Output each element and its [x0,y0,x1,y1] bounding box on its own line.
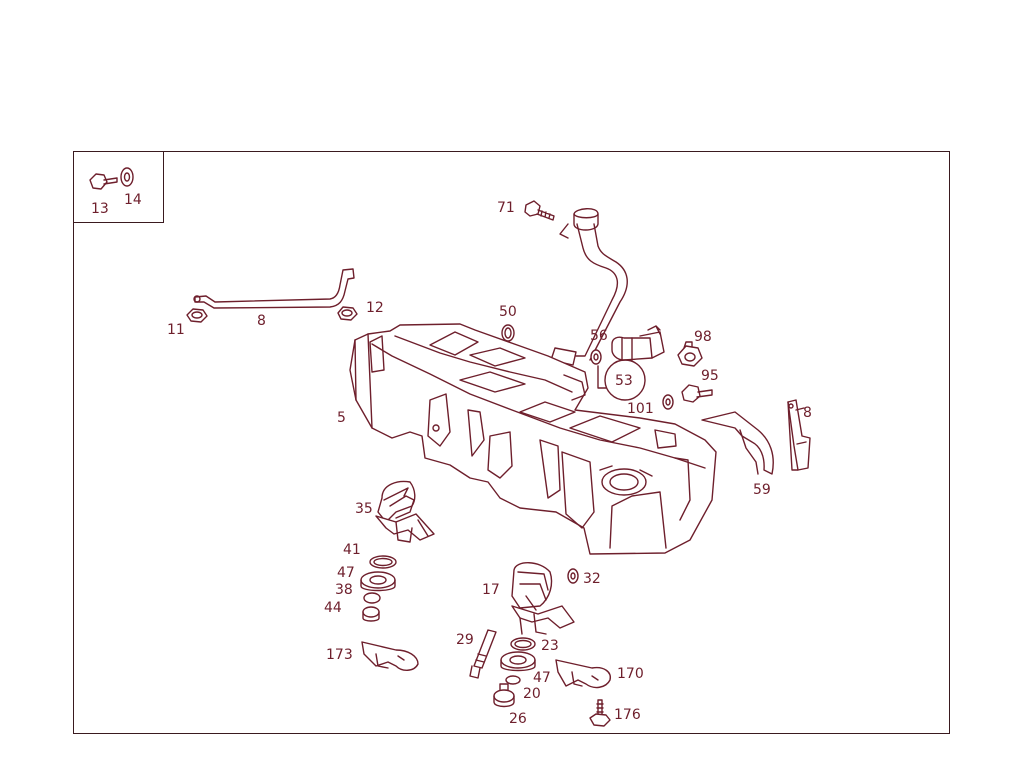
callout-44: 44 [324,600,342,616]
callout-26: 26 [509,711,527,727]
ring-nut-47-left [360,571,396,592]
bracket-8-right-part [787,399,811,471]
callout-101: 101 [627,401,654,417]
callout-17: 17 [482,582,500,598]
bolt-176-part [589,699,611,727]
seal-32-ring [567,568,579,584]
callout-59: 59 [753,482,771,498]
washer-14-part [120,167,134,187]
cap-26-part [493,683,515,708]
callout-98: 98 [694,329,712,345]
callout-20: 20 [523,686,541,702]
callout-47-left: 47 [337,565,355,581]
callout-13: 13 [91,201,109,217]
diagram-frame [73,151,950,734]
bolt-71-part [524,200,555,221]
valve-98-part [677,341,703,367]
nut-11-part [186,308,208,323]
callout-8-bracket: 8 [803,405,812,421]
seal-38-ring [363,592,381,604]
callout-29: 29 [456,632,474,648]
filler-neck-part [550,208,628,366]
callout-71: 71 [497,200,515,216]
callout-50: 50 [499,304,517,320]
callout-32: 32 [583,571,601,587]
leader-53 [597,365,607,389]
cap-44-part [362,606,380,622]
callout-56: 56 [590,328,608,344]
nut-12-part [337,306,358,321]
callout-53-circle [604,359,646,401]
seal-101-ring [662,394,674,410]
callout-176: 176 [614,707,641,723]
vent-valve-56-part [611,325,665,361]
o-ring-50-part [501,324,515,342]
seal-41-ring [369,555,397,569]
callout-47-center: 47 [533,670,551,686]
callout-23: 23 [541,638,559,654]
callout-53: 53 [615,373,633,389]
callout-11: 11 [167,322,185,338]
ring-nut-47-center [500,651,536,672]
callout-12: 12 [366,300,384,316]
bracket-170-part [555,659,611,689]
callout-14: 14 [124,192,142,208]
bolt-29-part [469,629,497,679]
callout-38: 38 [335,582,353,598]
pump-unit-17-part [511,562,575,635]
callout-95: 95 [701,368,719,384]
seal-20-ring [505,675,521,685]
bolt-13-part [89,173,118,190]
tank-strap-8-part [193,268,355,309]
fuel-tank-5-part [349,323,717,555]
callout-5: 5 [337,410,346,426]
callout-170: 170 [617,666,644,682]
seal-23-ring [510,637,536,651]
seal-56-ring [590,349,602,365]
heat-shield-59-part [701,411,774,475]
sender-unit-35-part [375,480,435,543]
plug-95-part [681,384,713,403]
fastener-inset-box [73,151,164,223]
callout-173: 173 [326,647,353,663]
bracket-173-part [361,641,419,671]
callout-8-strap: 8 [257,313,266,329]
callout-35: 35 [355,501,373,517]
callout-41: 41 [343,542,361,558]
